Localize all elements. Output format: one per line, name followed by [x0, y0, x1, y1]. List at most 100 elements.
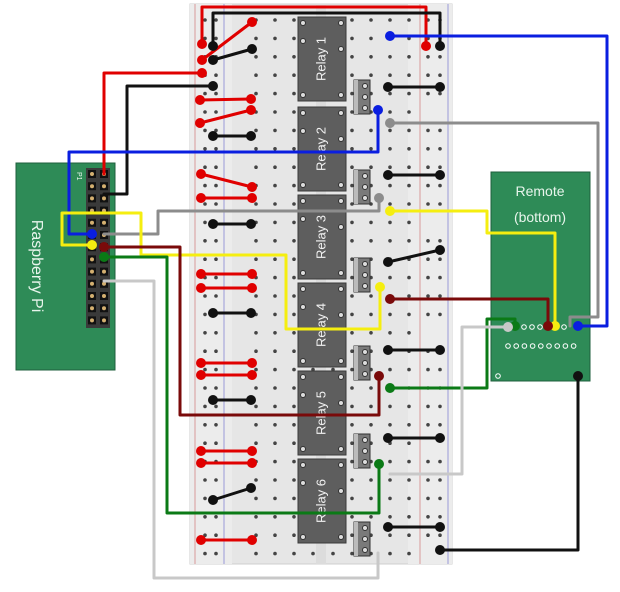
hole: [350, 202, 354, 206]
rail-hole: [426, 202, 430, 206]
wire-end: [435, 245, 445, 255]
hole: [388, 312, 392, 317]
hole: [214, 183, 218, 188]
terminal-block-edge: [354, 434, 358, 468]
relay-2: Relay 2: [297, 106, 347, 192]
terminal-pin: [362, 261, 368, 267]
relay-pin: [338, 286, 344, 292]
wire-end: [246, 105, 256, 115]
relay-pin: [338, 182, 344, 188]
wire-end: [196, 169, 206, 179]
hole: [369, 331, 373, 335]
wire-end: [195, 118, 205, 128]
rail-hole: [438, 459, 442, 464]
hole: [214, 257, 218, 262]
hole: [292, 441, 296, 446]
hole: [407, 128, 411, 133]
hole: [388, 404, 392, 409]
hole: [273, 36, 277, 41]
remote-pad: [546, 343, 552, 349]
hole: [350, 183, 354, 188]
wire-end: [195, 95, 205, 105]
hole: [407, 312, 411, 317]
relay-body: [297, 16, 347, 102]
wire-end: [383, 345, 393, 355]
hole: [350, 55, 354, 59]
hole: [292, 239, 296, 243]
hole: [203, 423, 207, 427]
hole: [254, 331, 258, 335]
gpio-pin-pad: [102, 269, 106, 274]
remote-pad: [561, 324, 567, 330]
hole: [292, 36, 296, 41]
hole: [203, 91, 207, 96]
remote-pad: [570, 343, 577, 349]
remote-label: Remote: [515, 183, 564, 199]
ground-jumper: [386, 248, 442, 264]
hole: [254, 496, 258, 501]
relay-pin: [300, 446, 306, 452]
gpio-pin-pad: [90, 220, 94, 225]
hole: [203, 441, 207, 446]
hole: [407, 533, 411, 537]
hole: [369, 55, 373, 59]
raspberry-pi: Raspberry Pi P1: [15, 162, 116, 371]
hole: [388, 459, 392, 464]
hole: [254, 91, 258, 96]
relay-pin: [300, 38, 306, 44]
rail-hole: [426, 515, 430, 519]
hole: [369, 478, 373, 482]
relay-pin: [338, 534, 344, 540]
hole: [214, 147, 218, 151]
rail-hole: [426, 73, 430, 77]
terminal-pin: [362, 360, 368, 366]
hole: [273, 73, 277, 77]
hole: [273, 294, 277, 298]
hole: [273, 349, 277, 354]
hole: [388, 110, 392, 114]
hole: [254, 128, 258, 133]
rail-hole: [438, 147, 442, 151]
top-power-bus-wire: [200, 5, 428, 48]
hole: [292, 257, 296, 262]
hole: [273, 275, 277, 280]
rail-hole: [438, 239, 442, 243]
hole: [273, 110, 277, 114]
relay-pin: [300, 534, 306, 540]
hole: [388, 515, 392, 519]
hole: [214, 239, 218, 243]
power-jumper: [200, 20, 254, 62]
hole: [273, 220, 277, 225]
gpio-pin-pad: [90, 269, 94, 274]
rail-hole: [426, 496, 430, 501]
hole: [214, 404, 218, 409]
rail-hole: [426, 459, 430, 464]
hole: [292, 275, 296, 280]
remote-board: Remote (bottom): [490, 171, 591, 382]
hole: [292, 551, 296, 556]
hole: [203, 147, 207, 151]
rail-hole: [438, 496, 442, 501]
hole: [388, 551, 392, 556]
hole: [388, 275, 392, 280]
terminal-pin: [362, 448, 368, 454]
wire-end: [196, 458, 206, 468]
rail-hole: [438, 73, 442, 77]
hole: [292, 331, 296, 335]
darkred-remote-wire: [388, 297, 550, 328]
rail-hole: [426, 128, 430, 133]
hole: [388, 220, 392, 225]
hole: [369, 73, 373, 77]
hole: [214, 128, 218, 133]
hole: [203, 404, 207, 409]
rail-hole: [426, 257, 430, 262]
hole: [254, 551, 258, 556]
rail-hole: [426, 55, 430, 59]
wire-end: [374, 371, 384, 381]
hole: [203, 239, 207, 243]
relay-pin: [300, 92, 306, 98]
relay-body: [297, 106, 347, 192]
hole: [254, 257, 258, 262]
hole: [350, 147, 354, 151]
hole: [388, 496, 392, 501]
